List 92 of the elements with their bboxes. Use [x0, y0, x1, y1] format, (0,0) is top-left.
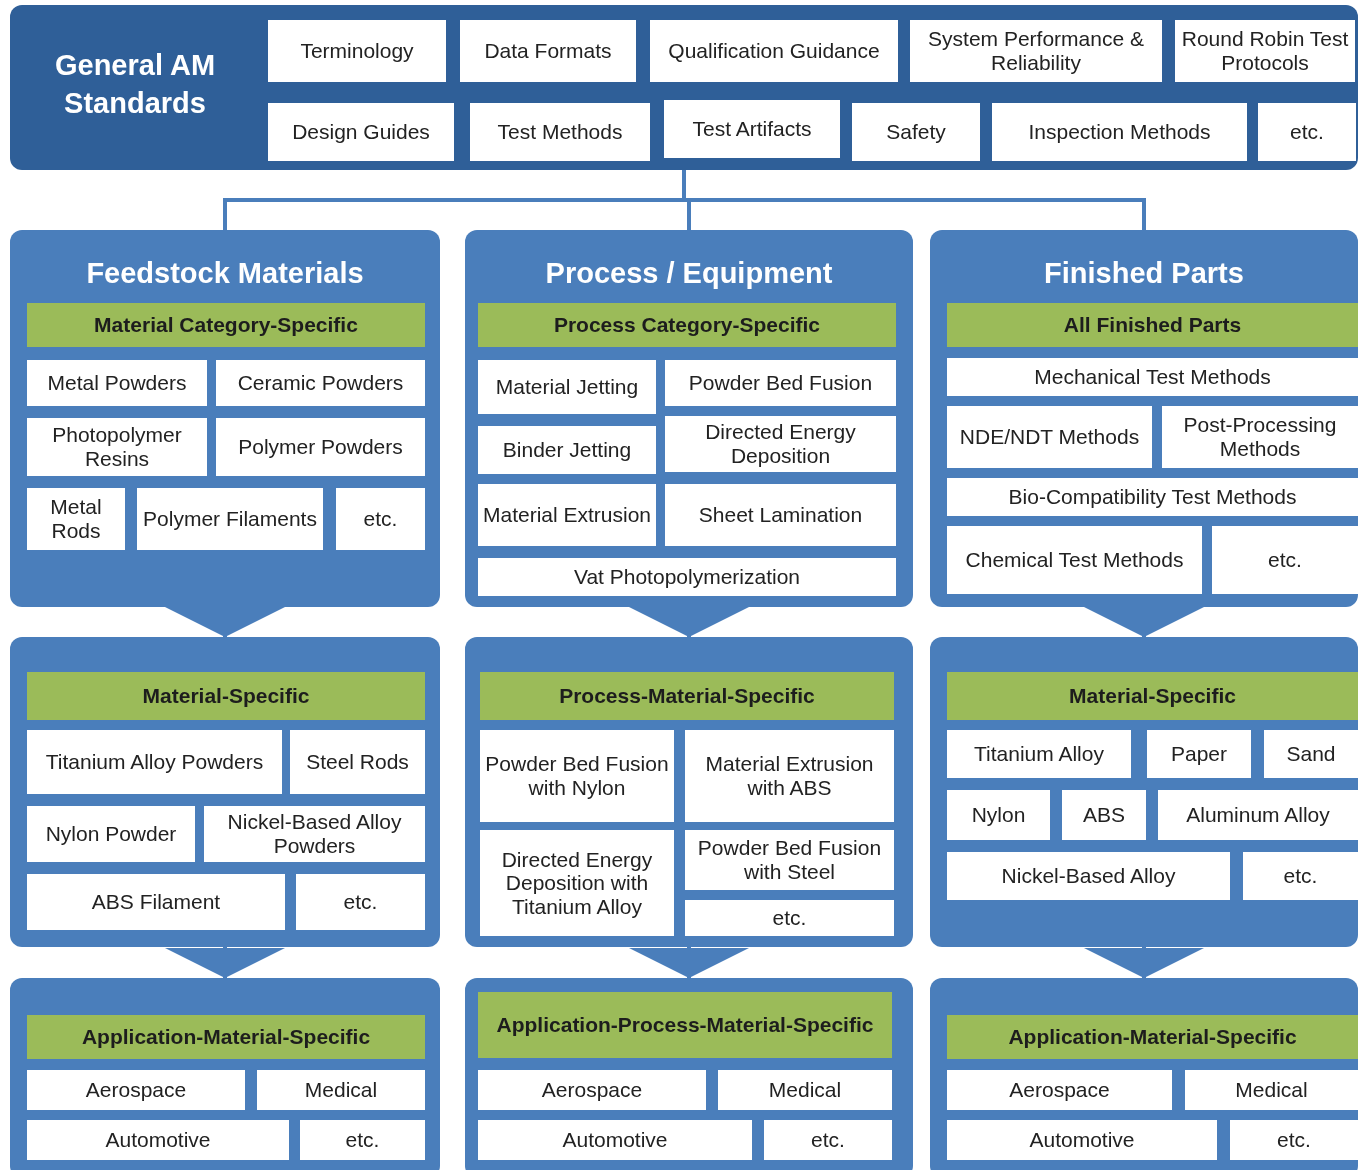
- panel-title: Process / Equipment: [544, 256, 834, 292]
- standard-box: Automotive: [947, 1120, 1217, 1160]
- category-header: Application-Material-Specific: [27, 1015, 425, 1059]
- standard-box: Nickel-Based Alloy: [947, 852, 1230, 900]
- standard-box: etc.: [1212, 526, 1358, 594]
- standard-box: etc.: [685, 900, 894, 936]
- standard-box: Post-Processing Methods: [1162, 406, 1358, 468]
- chevron-arrow: [629, 947, 749, 978]
- category-panel: [930, 978, 1358, 1170]
- standard-box: Powder Bed Fusion with Steel: [685, 830, 894, 890]
- standard-box: etc.: [296, 874, 425, 930]
- standard-box: Directed Energy Deposition with Titanium Alloy: [480, 830, 674, 936]
- standard-box: Mechanical Test Methods: [947, 358, 1358, 396]
- chevron-arrow: [629, 607, 749, 637]
- standard-box: Nickel-Based Alloy Powders: [204, 806, 425, 862]
- category-header: Application-Process-Material-Specific: [478, 992, 892, 1058]
- standard-box: etc.: [1243, 852, 1358, 900]
- standard-box: Data Formats: [460, 20, 636, 82]
- standard-box: Directed Energy Deposition: [665, 416, 896, 472]
- standard-box: Test Methods: [470, 103, 650, 161]
- panel-title: Feedstock Materials: [85, 256, 365, 292]
- category-header: Material-Specific: [27, 672, 425, 720]
- standard-box: ABS: [1062, 790, 1146, 840]
- standard-box: Qualification Guidance: [650, 20, 898, 82]
- standard-box: NDE/NDT Methods: [947, 406, 1152, 468]
- category-panel: [465, 230, 913, 607]
- standard-box: Powder Bed Fusion: [665, 360, 896, 406]
- standard-box: Material Extrusion: [478, 484, 656, 546]
- standard-box: Nylon Powder: [27, 806, 195, 862]
- standard-box: etc.: [1258, 103, 1356, 161]
- standard-box: Terminology: [268, 20, 446, 82]
- chevron-arrow: [1084, 607, 1204, 637]
- standard-box: Medical: [257, 1070, 425, 1110]
- category-header: Process Category-Specific: [478, 303, 896, 347]
- standard-box: Aerospace: [27, 1070, 245, 1110]
- standard-box: Automotive: [27, 1120, 289, 1160]
- standard-box: Chemical Test Methods: [947, 526, 1202, 594]
- standard-box: Nylon: [947, 790, 1050, 840]
- chevron-arrow: [165, 947, 285, 978]
- standard-box: Polymer Powders: [216, 418, 425, 476]
- panel-title: Finished Parts: [1043, 256, 1245, 292]
- standard-box: Design Guides: [268, 103, 454, 161]
- standard-box: Metal Powders: [27, 360, 207, 406]
- connector-line: [682, 170, 1146, 230]
- category-panel: [10, 5, 1358, 170]
- standard-box: System Performance & Reliability: [910, 20, 1162, 82]
- standard-box: Sheet Lamination: [665, 484, 896, 546]
- category-header: Process-Material-Specific: [480, 672, 894, 720]
- standard-box: Sand: [1264, 730, 1358, 778]
- standard-box: Round Robin Test Protocols: [1175, 20, 1355, 82]
- standard-box: Medical: [1185, 1070, 1358, 1110]
- standard-box: Titanium Alloy Powders: [27, 730, 282, 794]
- standard-box: Paper: [1147, 730, 1251, 778]
- category-header: Material Category-Specific: [27, 303, 425, 347]
- standard-box: Aerospace: [947, 1070, 1172, 1110]
- panel-title: General AM Standards: [53, 48, 217, 121]
- category-header: Application-Material-Specific: [947, 1015, 1358, 1059]
- chevron-arrow: [1084, 947, 1204, 978]
- standard-box: etc.: [764, 1120, 892, 1160]
- category-panel: [930, 637, 1358, 947]
- standard-box: etc.: [300, 1120, 425, 1160]
- standard-box: Safety: [852, 103, 980, 161]
- standard-box: Metal Rods: [27, 488, 125, 550]
- category-header: All Finished Parts: [947, 303, 1358, 347]
- standard-box: Titanium Alloy: [947, 730, 1131, 778]
- standard-box: Inspection Methods: [992, 103, 1247, 161]
- standard-box: Vat Photopolymerization: [478, 558, 896, 596]
- category-panel: [465, 637, 913, 947]
- standard-box: etc.: [336, 488, 425, 550]
- category-panel: [465, 978, 913, 1170]
- category-panel: [930, 230, 1358, 607]
- standard-box: Bio-Compatibility Test Methods: [947, 478, 1358, 516]
- standard-box: Material Jetting: [478, 360, 656, 414]
- standard-box: Ceramic Powders: [216, 360, 425, 406]
- chevron-arrow: [165, 607, 285, 637]
- standard-box: Medical: [718, 1070, 892, 1110]
- standard-box: etc.: [1230, 1120, 1358, 1160]
- standard-box: Aluminum Alloy: [1158, 790, 1358, 840]
- standard-box: Powder Bed Fusion with Nylon: [480, 730, 674, 822]
- standard-box: ABS Filament: [27, 874, 285, 930]
- standard-box: Test Artifacts: [664, 100, 840, 158]
- category-panel: [10, 978, 440, 1170]
- category-panel: [10, 230, 440, 607]
- standard-box: Photopolymer Resins: [27, 418, 207, 476]
- standard-box: Automotive: [478, 1120, 752, 1160]
- standard-box: Steel Rods: [290, 730, 425, 794]
- standard-box: Material Extrusion with ABS: [685, 730, 894, 822]
- standard-box: Binder Jetting: [478, 426, 656, 474]
- standard-box: Aerospace: [478, 1070, 706, 1110]
- category-panel: [10, 637, 440, 947]
- category-header: Material-Specific: [947, 672, 1358, 720]
- standard-box: Polymer Filaments: [137, 488, 323, 550]
